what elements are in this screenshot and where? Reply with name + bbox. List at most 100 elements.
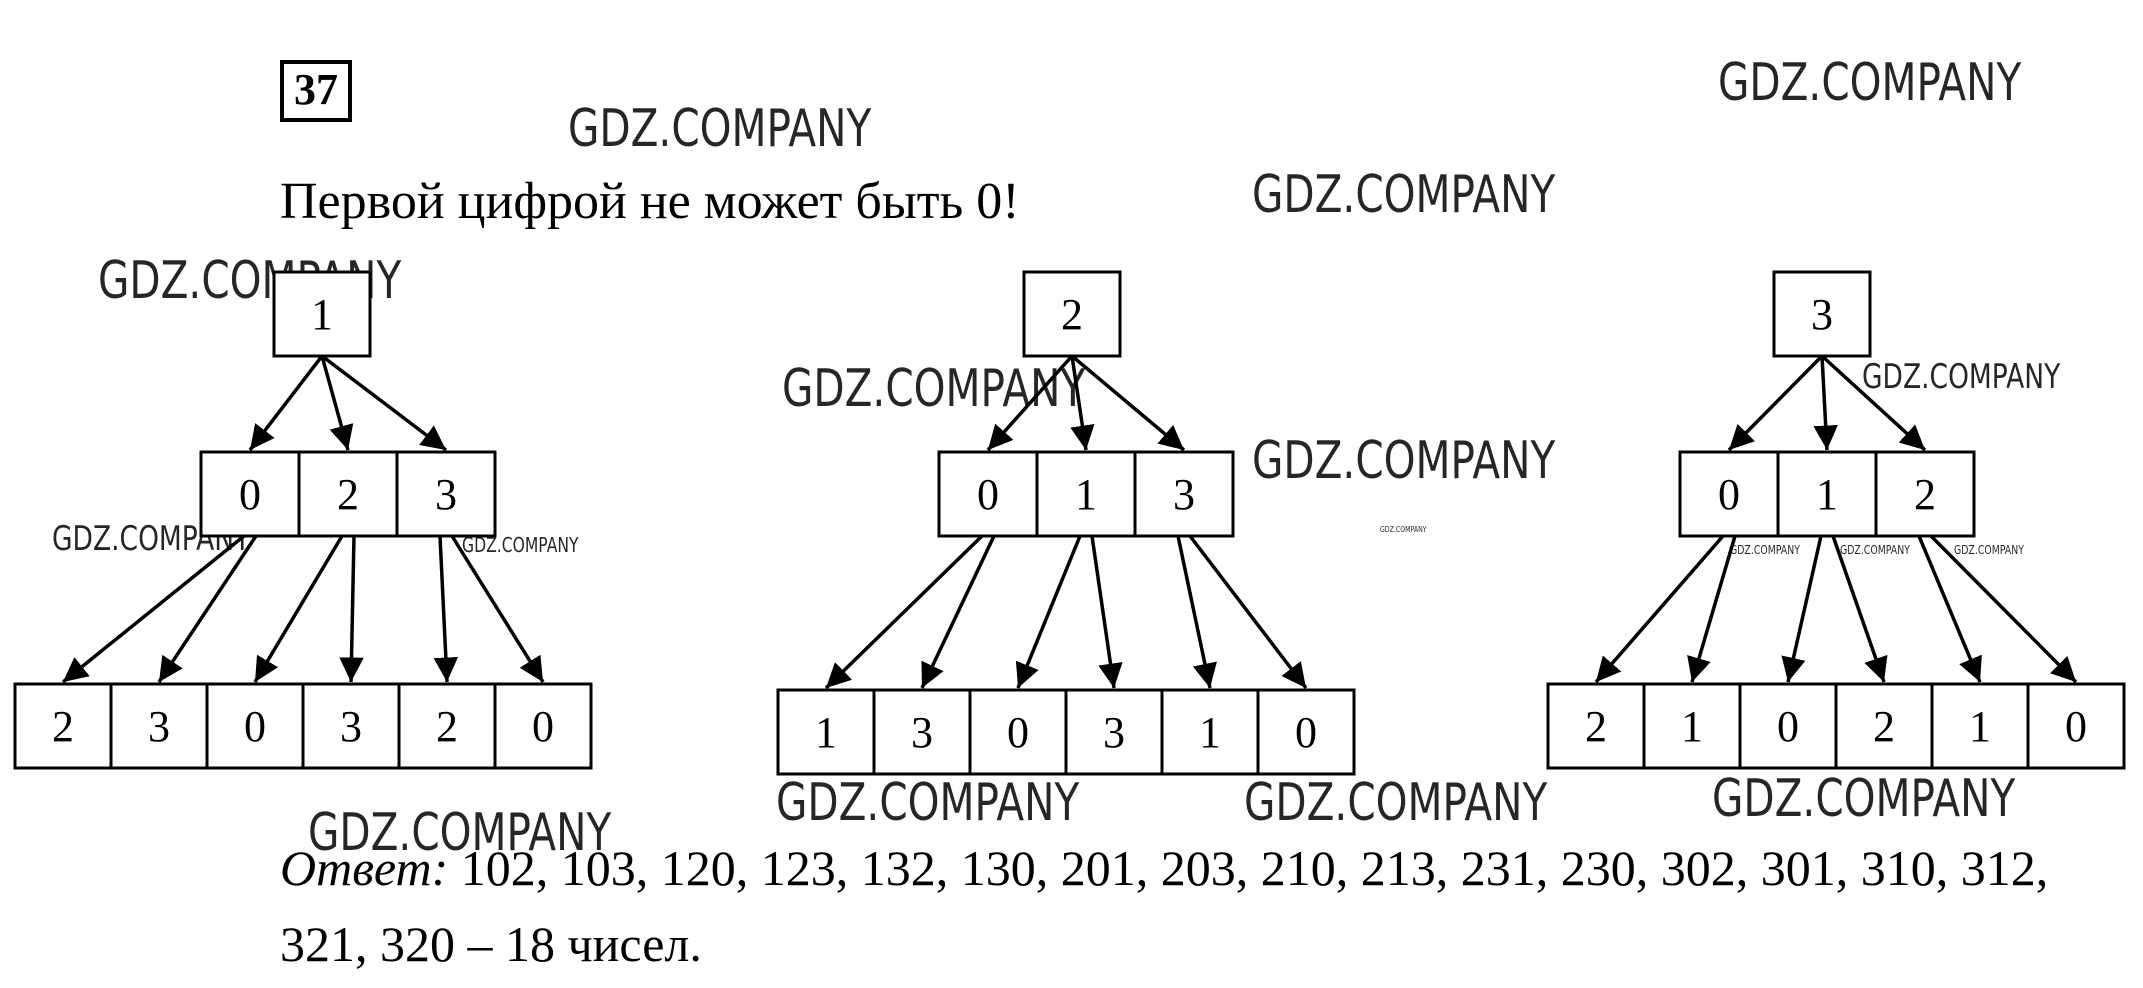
tree-2-level1-cell-2: 1 [1035,450,1137,538]
tree-1-level2-cell-5-label: 2 [436,702,458,751]
watermark-5: GDZ.COMPANY [782,358,1086,418]
tree-1-level2-cell-2: 3 [109,682,209,770]
tree-2-level2-cell-3: 0 [968,688,1068,776]
tree-1-root: 1 [272,270,372,358]
tree-2-level2-cell-6-label: 0 [1295,708,1317,757]
tree-1-level1-cell-1-label: 0 [239,470,261,519]
tree-2-level1-cell-1-label: 0 [977,470,999,519]
tree-3-arrow-l2-1 [1594,534,1725,684]
tree-2-level1-cell-1: 0 [937,450,1039,538]
tree-1-level2-cell-4-label: 3 [340,702,362,751]
tree-1-level2-cell-5: 2 [397,682,497,770]
tree-1-level1-cell-3-label: 3 [435,470,457,519]
tree-3-level1-cell-1: 0 [1678,450,1780,538]
tree-1-level2-cell-2-label: 3 [148,702,170,751]
watermark-12: GDZ.COMPANY [1954,543,2024,557]
tree-3-level2-cell-2: 1 [1642,682,1742,770]
tree-3-level2-cell-1: 2 [1546,682,1646,770]
tree-1-arrow-l1-1 [248,354,324,452]
watermark-layer: GDZ.COMPANY GDZ.COMPANY GDZ.COMPANY GDZ.COM… [52,52,2061,862]
tree-3-arrow-l1-1 [1727,354,1824,452]
tree-1-arrow-l2-5 [433,535,459,683]
tree-2-arrow-l2-1 [824,534,984,690]
tree-3-level2-cell-4: 2 [1834,682,1934,770]
tree-1-level2-cell-3-label: 0 [244,702,266,751]
tree-3-level2-cell-4-label: 2 [1873,702,1895,751]
watermark-10: GDZ.COMPANY [1730,543,1800,557]
tree-1-arrow-l2-3 [253,535,344,683]
tree-2-level2-cell-3-label: 0 [1007,708,1029,757]
answer-text: 102, 103, 120, 123, 132, 130, 201, 203, … [280,840,2049,972]
tree-3-arrow-l2-6 [1929,534,2078,684]
tree-3-level1-cell-2-label: 1 [1816,470,1838,519]
intro-text: Первой цифрой не может быть 0! [280,173,1020,230]
tree-1-level2-cell-6-label: 0 [532,702,554,751]
tree-2-level2-cell-5-label: 1 [1199,708,1221,757]
tree-1-level2-cell-4: 3 [301,682,401,770]
tree-2-level2-cell-2: 3 [872,688,972,776]
tree-2-root: 2 [1022,270,1122,358]
tree-2-level1-cell-2-label: 1 [1075,470,1097,519]
tree-1-arrow-l1-2 [320,355,354,451]
watermark-13: GDZ.COMPANY [308,802,612,862]
tree-1-level1-cell-1: 0 [199,450,301,538]
watermark-11: GDZ.COMPANY [1840,543,1910,557]
tree-2-arrow-l2-5 [1176,535,1217,689]
watermark-6: GDZ.COMPANY [1862,358,2061,397]
tree-3-level2-cell-5-label: 1 [1969,702,1991,751]
tree-1-level2-cell-1-label: 2 [52,702,74,751]
tree-2-level2-cell-1: 1 [776,688,876,776]
tree-1-level1-cell-3: 3 [395,450,497,538]
watermark-9: GDZ.COMPANY [462,534,579,557]
tree-3-arrow-l2-5 [1917,535,1982,683]
tree-2-level2-cell-2-label: 3 [911,708,933,757]
tree-3-level2-cell-1-label: 2 [1585,702,1607,751]
tree-3-level2-cell-6: 0 [2026,682,2126,770]
tree-2-level2-cell-4: 3 [1064,688,1164,776]
tree-2-level2-cell-1-label: 1 [815,708,837,757]
watermark-14: GDZ.COMPANY [776,772,1080,832]
watermark-3: GDZ.COMPANY [1252,164,1556,224]
tree-3-root: 3 [1772,270,1872,358]
tree-1-arrow-l2-4 [339,535,364,683]
tree-3-level1-cell-2: 1 [1776,450,1878,538]
answer-label: Ответ: [280,840,449,896]
watermark-2: GDZ.COMPANY [1718,52,2022,112]
watermark-16: GDZ.COMPANY [1712,768,2016,828]
tree-2-level1-cell-3: 3 [1133,450,1235,538]
problem-number: 37 [280,60,352,123]
tree-2-level2-cell-6: 0 [1256,688,1356,776]
tree-2-arrow-l2-2 [920,535,996,689]
tree-1-arrow-l1-3 [320,354,448,452]
tree-2-level1-cell-3-label: 3 [1173,470,1195,519]
tree-2-arrow-l1-1 [986,354,1074,452]
tree-2-arrow-l2-4 [1090,535,1123,689]
tree-3-level1-cell-3-label: 2 [1914,470,1936,519]
tree-3-level1-cell-3: 2 [1874,450,1976,538]
tree-3-level2-cell-6-label: 0 [2065,702,2087,751]
tree-1-level1-cell-2: 2 [297,450,399,538]
tree-1-arrow-l2-6 [450,535,545,683]
tree-2-level2-cell-4-label: 3 [1103,708,1125,757]
tree-2-arrow-l1-3 [1070,354,1186,452]
tree-3-level1-cell-1-label: 0 [1718,470,1740,519]
tree-3-root-label: 3 [1811,290,1833,339]
tree-2-level2-cell-5: 1 [1160,688,1260,776]
tree-1-arrow-l2-2 [157,535,258,683]
tree-1-level1-cell-2-label: 2 [337,470,359,519]
watermark-1: GDZ.COMPANY [568,98,872,158]
tree-2-arrow-l2-6 [1188,534,1308,690]
watermark-15: GDZ.COMPANY [1244,772,1548,832]
tree-2-arrow-l2-3 [1015,535,1082,689]
tree-3-level2-cell-3: 0 [1738,682,1838,770]
tree-1-level2-cell-1: 2 [13,682,113,770]
tree-3-arrow-l1-3 [1820,354,1927,452]
tree-3-arrow-l2-4 [1831,535,1888,683]
tree-3-level2-cell-2-label: 1 [1681,702,1703,751]
tree-3-arrow-l2-3 [1781,535,1823,683]
watermark-7: GDZ.COMPANY [1252,430,1556,490]
tree-3-arrow-l1-2 [1813,355,1838,451]
tree-1-level2-cell-6: 0 [493,682,593,770]
